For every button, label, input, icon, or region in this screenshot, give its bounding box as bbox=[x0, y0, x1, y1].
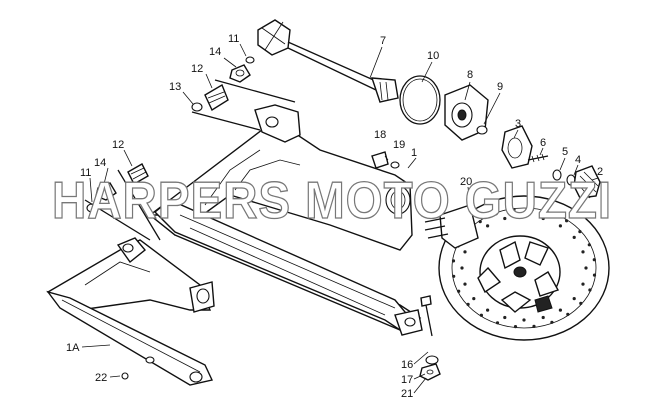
disc-hole bbox=[486, 308, 490, 312]
disc-hole bbox=[558, 224, 563, 228]
callout-8: 8 bbox=[467, 69, 473, 81]
callout-6: 6 bbox=[540, 137, 546, 149]
callout-3: 3 bbox=[515, 118, 521, 130]
callout-10: 10 bbox=[427, 50, 439, 62]
disc-hole bbox=[530, 207, 535, 211]
callout-21: 20 bbox=[460, 176, 472, 188]
boot-and-ring bbox=[399, 75, 489, 141]
disc-hole bbox=[513, 325, 518, 329]
disc-hole bbox=[558, 308, 563, 312]
callout-17: 17 bbox=[401, 374, 413, 386]
callout-5: 5 bbox=[562, 146, 568, 158]
disc-hole bbox=[503, 216, 507, 221]
disc-hole bbox=[572, 235, 576, 239]
brake-disc bbox=[424, 195, 610, 341]
disc-hole bbox=[463, 282, 467, 286]
callout-12-top: 12 bbox=[191, 63, 203, 75]
disc-hole bbox=[565, 219, 569, 223]
disc-hole bbox=[486, 224, 490, 228]
disc-hole bbox=[584, 266, 588, 270]
disc-hole bbox=[548, 211, 553, 215]
callout-7: 7 bbox=[380, 35, 386, 47]
callout-22: 22 bbox=[95, 372, 107, 384]
watermark-text: HARPERS MOTO GUZZI bbox=[52, 172, 612, 230]
disc-hole bbox=[495, 321, 500, 325]
disc-hole bbox=[588, 288, 592, 292]
disc-hole bbox=[522, 318, 526, 322]
callout-1A: 1A bbox=[66, 342, 80, 354]
disc-hole bbox=[592, 258, 596, 262]
disc-hole bbox=[452, 274, 456, 278]
hardware bbox=[84, 56, 441, 381]
disc-hole bbox=[494, 212, 498, 216]
callout-18: 21 bbox=[401, 388, 413, 400]
callout-2: 2 bbox=[597, 166, 603, 178]
callout-13: 13 bbox=[169, 81, 181, 93]
callout-11-left: 11 bbox=[80, 167, 91, 179]
disc-hole bbox=[512, 208, 516, 212]
leader-lines bbox=[81, 43, 599, 394]
callouts: 7 10 8 9 3 6 5 4 2 18 19 1 20 11 14 12 1… bbox=[66, 33, 603, 400]
disc-hole bbox=[541, 216, 545, 221]
disc-hole bbox=[522, 214, 526, 218]
disc-hole bbox=[478, 220, 482, 224]
drive-shaft bbox=[257, 19, 399, 103]
disc-hole bbox=[466, 302, 470, 306]
disc-hole bbox=[457, 289, 461, 293]
callout-16: 16 bbox=[401, 359, 413, 371]
disc-hole bbox=[463, 250, 467, 254]
disc-hole bbox=[566, 312, 570, 316]
callout-12-left: 12 bbox=[112, 139, 124, 151]
callout-11-top: 11 bbox=[228, 33, 239, 45]
swingarm-alternate bbox=[46, 237, 215, 386]
disc-hole bbox=[587, 243, 591, 247]
callout-4: 4 bbox=[575, 154, 581, 166]
callout-9: 9 bbox=[497, 81, 503, 93]
disc-hole bbox=[578, 230, 582, 234]
disc-hole bbox=[581, 250, 585, 254]
disc-hole bbox=[451, 259, 456, 263]
disc-hole bbox=[532, 324, 536, 328]
callout-19: 18 bbox=[374, 129, 386, 141]
disc-hole bbox=[460, 266, 464, 270]
callout-1: 1 bbox=[411, 147, 417, 159]
disc-hole bbox=[479, 313, 483, 317]
callout-14-top: 14 bbox=[209, 46, 221, 58]
disc-hole bbox=[550, 320, 554, 324]
disc-hole bbox=[503, 315, 507, 320]
swingarm-main bbox=[148, 104, 423, 336]
disc-hole bbox=[472, 297, 476, 301]
disc-hole bbox=[592, 273, 597, 277]
callout-20: 19 bbox=[393, 139, 405, 151]
bearing-parts bbox=[501, 125, 601, 199]
callout-14-left: 14 bbox=[94, 157, 106, 169]
disc-hole bbox=[581, 282, 585, 286]
disc-hole bbox=[541, 315, 545, 320]
disc-hole bbox=[572, 297, 576, 301]
disc-hole bbox=[579, 301, 583, 305]
